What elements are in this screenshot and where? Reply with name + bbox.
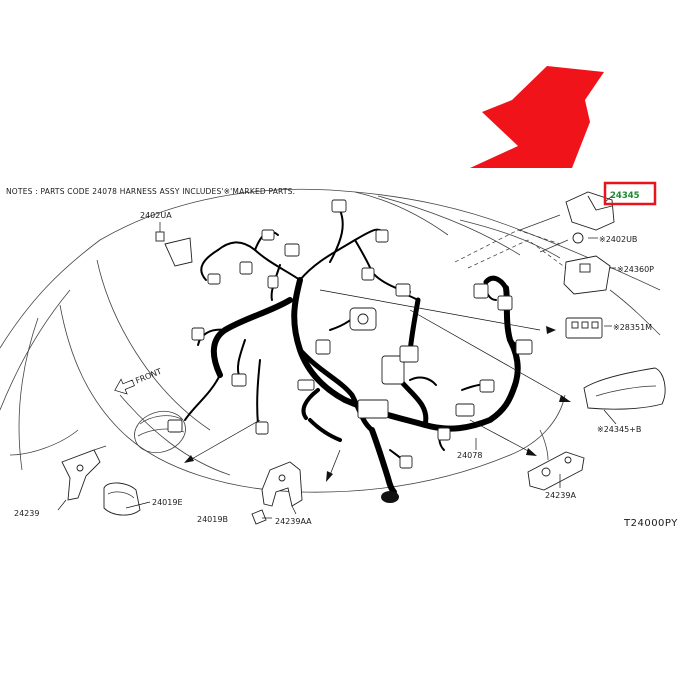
- label-24239: 24239: [14, 509, 39, 518]
- highlighted-part-label: 24345: [610, 191, 640, 201]
- label-24078: 24078: [457, 451, 482, 460]
- leader-lines: [57, 195, 617, 519]
- part-labels: 2402UA ※2402UB ※24360P ※28351M ※24345+B …: [14, 211, 654, 526]
- label-24360P: ※24360P: [617, 265, 654, 274]
- highlight-box: [603, 181, 657, 206]
- front-label: FRONT: [134, 367, 163, 386]
- wiring-harness: [184, 209, 529, 495]
- label-24019B: 24019B: [197, 515, 228, 524]
- label-24345B: ※24345+B: [597, 425, 641, 434]
- exploded-parts: [61, 191, 666, 525]
- label-24239AA: 24239AA: [275, 517, 312, 526]
- harness-connectors: [167, 199, 533, 503]
- label-24019E: 24019E: [152, 498, 183, 507]
- front-arrow-icon: [114, 378, 135, 395]
- parts-note: NOTES : PARTS CODE 24078 HARNESS ASSY IN…: [6, 187, 295, 196]
- red-pointer-arrow: [470, 66, 604, 168]
- label-2402UB: ※2402UB: [599, 235, 637, 244]
- label-24239A: 24239A: [545, 491, 576, 500]
- label-2402UA: 2402UA: [140, 211, 172, 220]
- label-28351M: ※28351M: [613, 323, 652, 332]
- diagram-code: T24000PY: [623, 518, 678, 529]
